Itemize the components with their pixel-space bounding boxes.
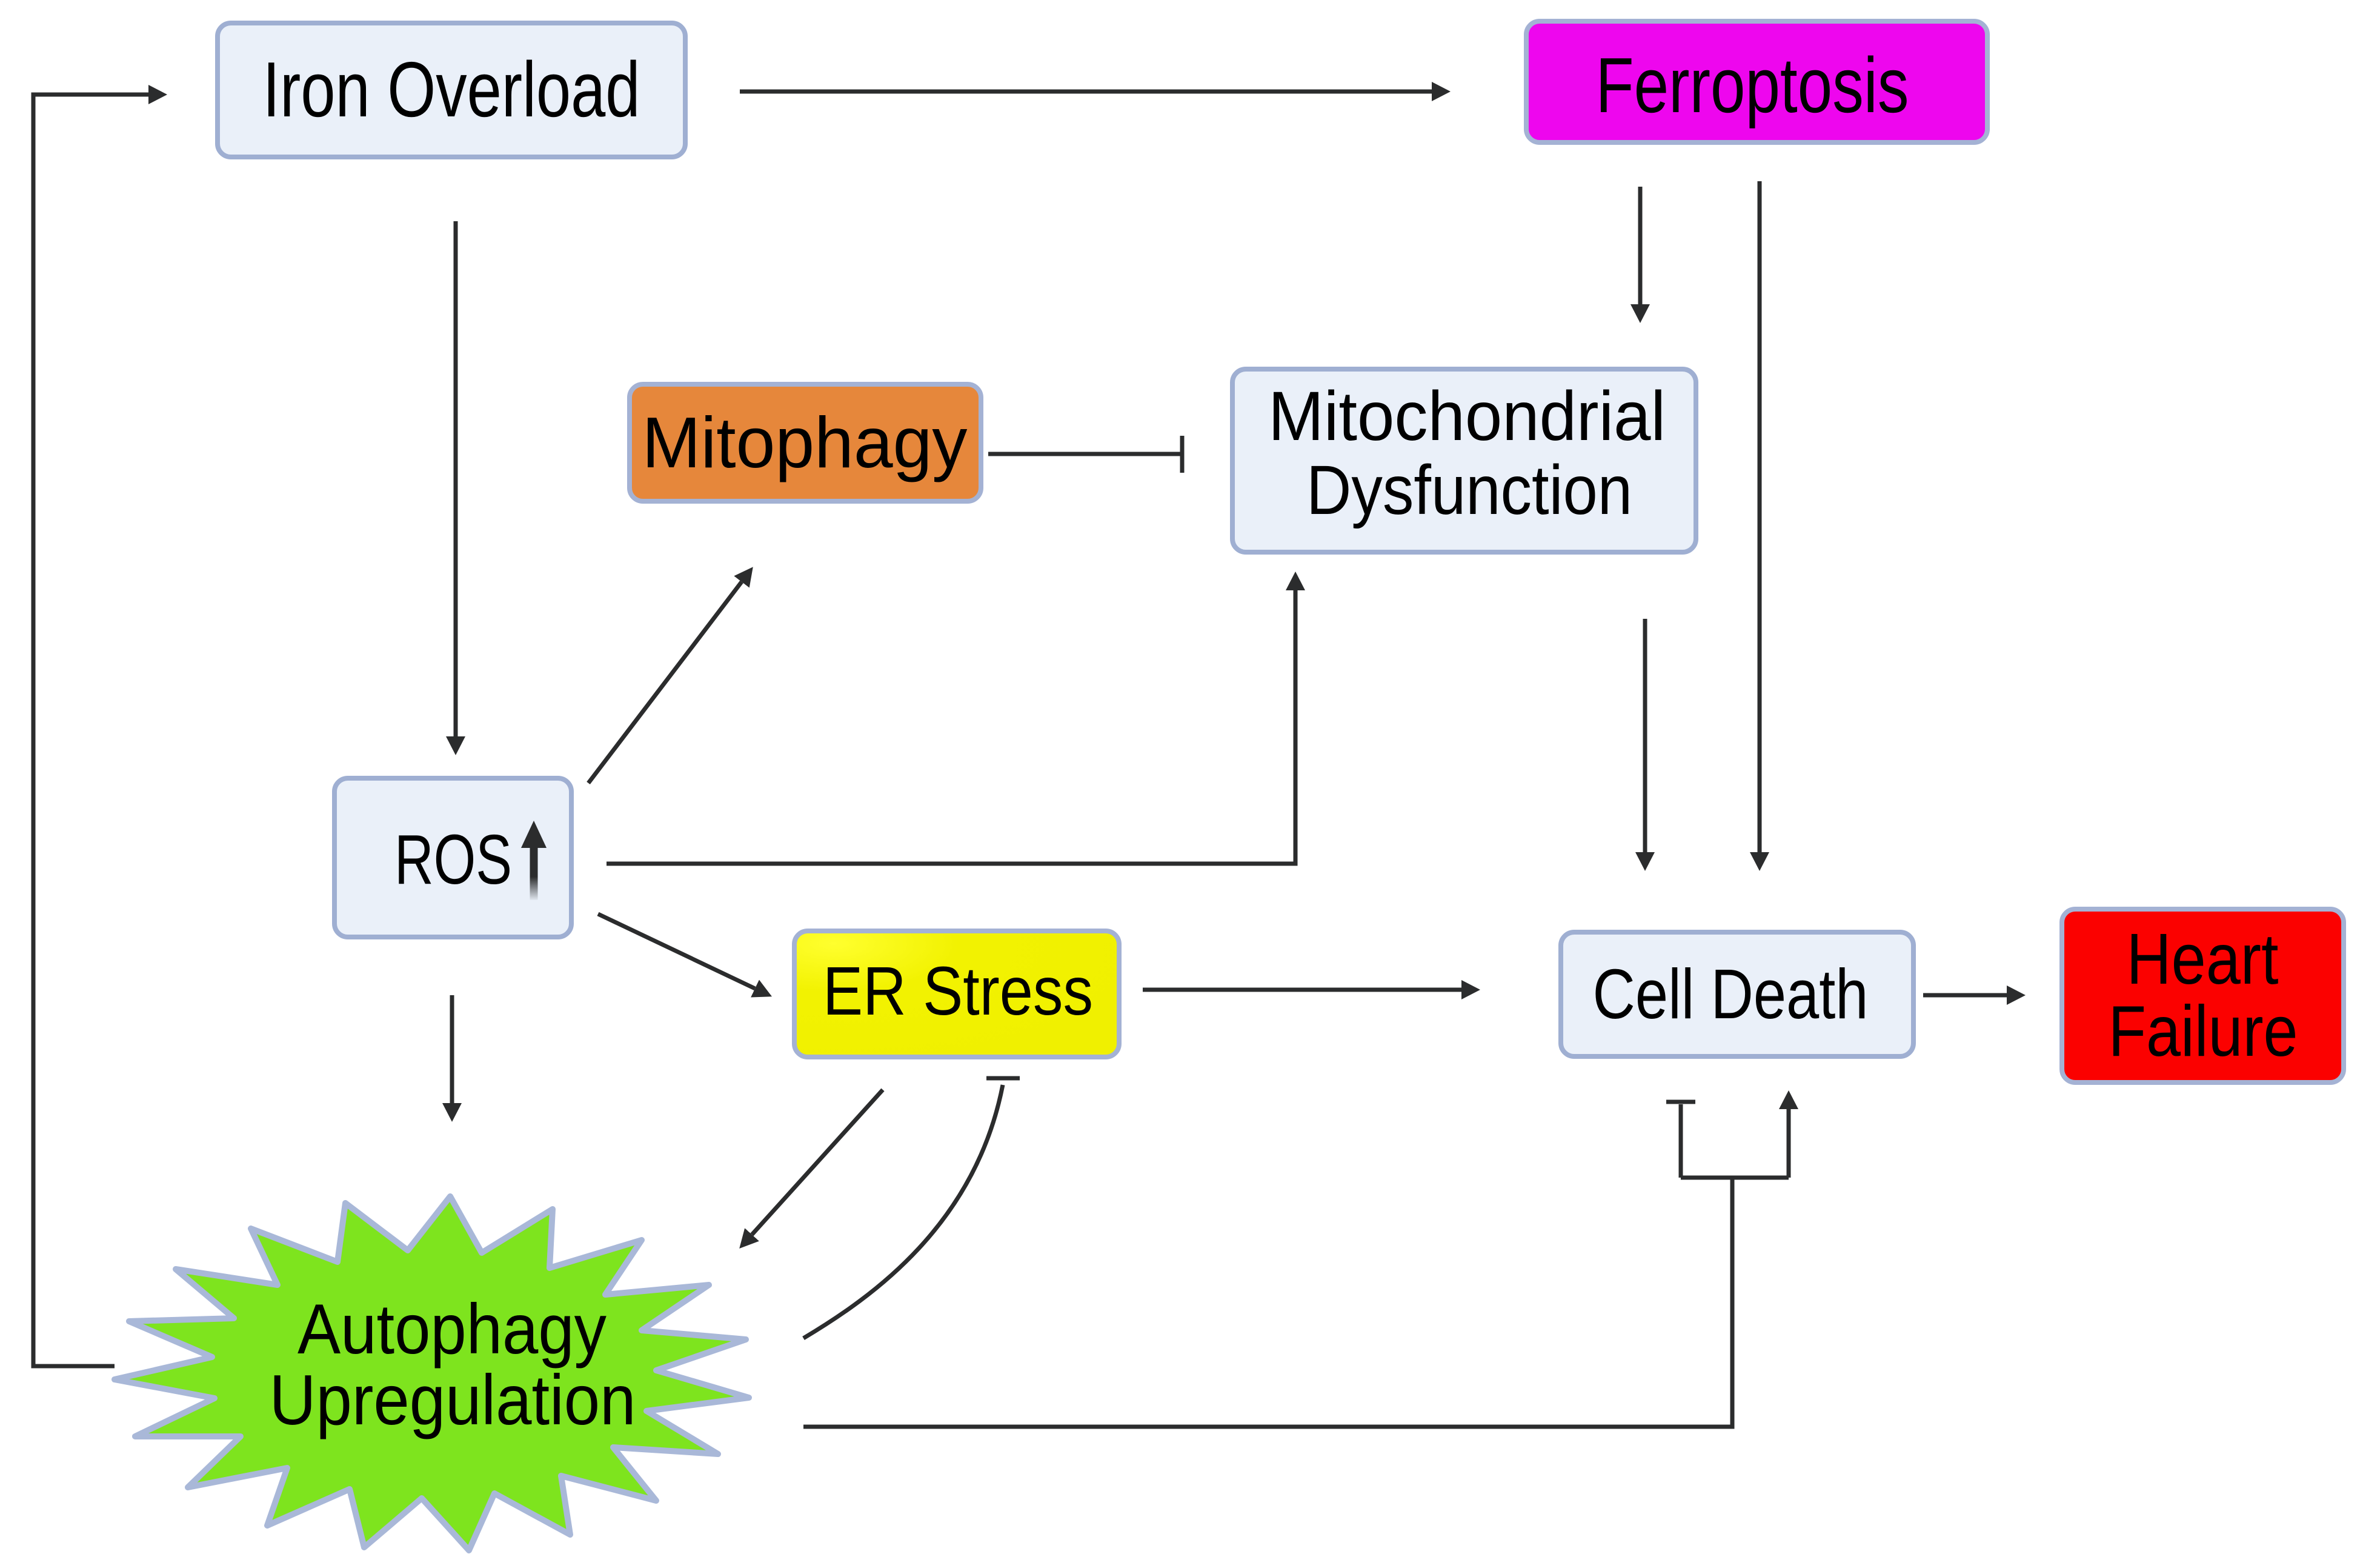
- svg-text:Mitophagy: Mitophagy: [642, 402, 968, 483]
- svg-text:ROS: ROS: [394, 820, 512, 899]
- svg-text:Failure: Failure: [2109, 991, 2298, 1072]
- svg-text:Ferroptosis: Ferroptosis: [1596, 42, 1909, 129]
- svg-text:Mitochondrial: Mitochondrial: [1268, 378, 1666, 455]
- svg-text:Upregulation: Upregulation: [270, 1360, 636, 1439]
- svg-text:Iron Overload: Iron Overload: [263, 46, 640, 133]
- svg-text:Dysfunction: Dysfunction: [1306, 452, 1632, 529]
- svg-text:ER Stress: ER Stress: [823, 953, 1093, 1029]
- svg-text:Heart: Heart: [2127, 919, 2279, 999]
- svg-text:Cell Death: Cell Death: [1593, 955, 1869, 1033]
- svg-text:Autophagy: Autophagy: [298, 1289, 607, 1369]
